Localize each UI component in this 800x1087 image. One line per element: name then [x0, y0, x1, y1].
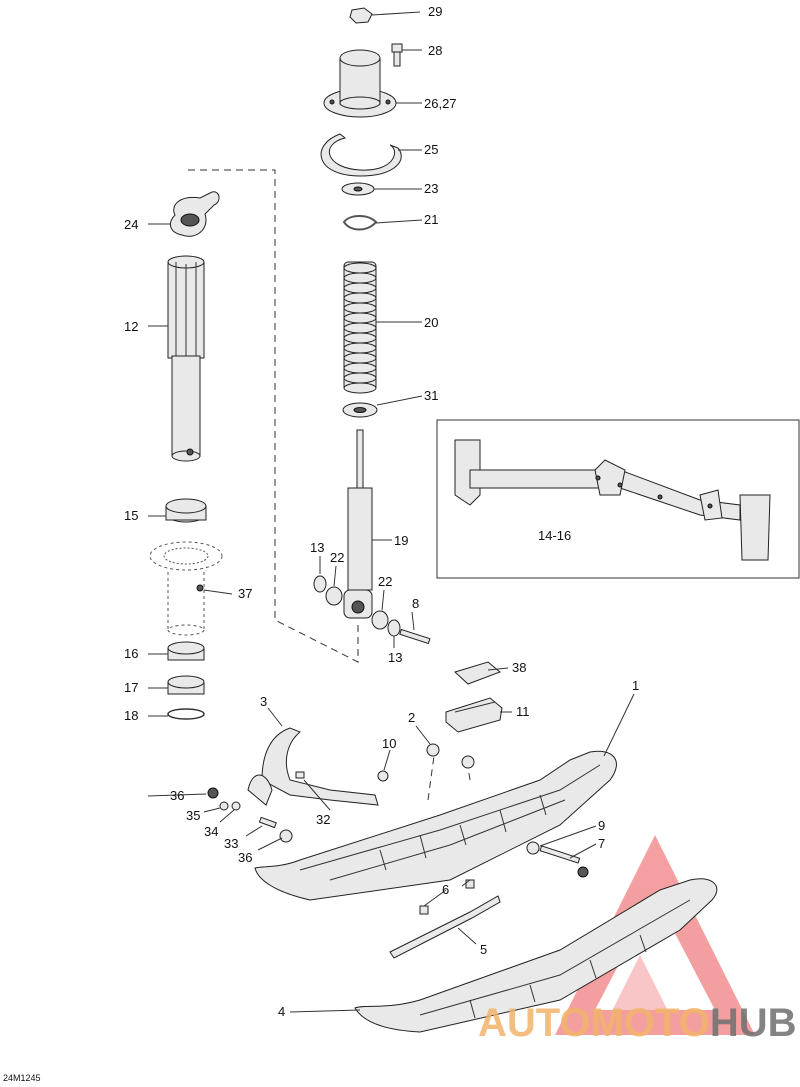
- callout-15: 15: [124, 508, 138, 523]
- bushing-icon-2: [426, 743, 440, 757]
- callout-8: 8: [412, 596, 419, 611]
- callout-1: 1: [632, 678, 639, 693]
- callout-2: 2: [408, 710, 415, 725]
- nut-icon: [349, 7, 373, 24]
- callout-11: 11: [516, 704, 530, 719]
- callout-34: 34: [204, 824, 218, 839]
- circlip-icon: [167, 708, 205, 720]
- washer-icon-9: [526, 841, 540, 855]
- wear-pad-icon: [445, 697, 503, 733]
- shock-assembly: [313, 7, 431, 645]
- front-axle-inset: [436, 419, 800, 579]
- bushing-icon-right: [371, 610, 389, 630]
- watermark-logo-icon: [555, 835, 755, 1035]
- callout-12: 12: [124, 319, 138, 334]
- callout-6: 6: [442, 882, 449, 897]
- callout-36-upper: 36: [170, 788, 184, 803]
- callout-38: 38: [512, 660, 526, 675]
- steering-arm-icon: [169, 191, 220, 237]
- hardware-group: [207, 743, 589, 915]
- ski-leg-icon: [261, 727, 379, 806]
- callout-24: 24: [124, 217, 138, 232]
- carbide-nut-icon-6: [419, 905, 429, 915]
- bolt-icon-33: [258, 816, 277, 829]
- watermark-part1: AUTOMOTO: [478, 1001, 710, 1045]
- spindle-housing-outline: [149, 541, 223, 636]
- washer-icon-35: [219, 801, 229, 811]
- callout-37: 37: [238, 586, 252, 601]
- callout-7: 7: [598, 836, 605, 851]
- callout-3: 3: [260, 694, 267, 709]
- callout-10: 10: [382, 736, 396, 751]
- nut-icon-10: [377, 770, 389, 782]
- callout-31: 31: [424, 388, 438, 403]
- washer-icon-34: [231, 801, 241, 811]
- callout-22-right: 22: [378, 574, 392, 589]
- callout-21: 21: [424, 212, 438, 227]
- callout-28: 28: [428, 43, 442, 58]
- watermark-part2: HUB: [710, 1001, 797, 1045]
- callout-labels: 29 28 26,27 25 23 21 20 24 12 31 14-16 1…: [3, 4, 639, 1083]
- spindle-assembly: [149, 191, 223, 720]
- bolt-icon-32: [295, 771, 305, 779]
- callout-33: 33: [224, 836, 238, 851]
- callout-22-left: 22: [330, 550, 344, 565]
- callout-9: 9: [598, 818, 605, 833]
- wear-pad-cover-icon: [454, 661, 501, 685]
- shock-absorber-icon: [343, 429, 373, 619]
- bolt-icon: [391, 43, 403, 53]
- diagram-code: 24M1245: [3, 1073, 41, 1083]
- nut-icon-36a: [207, 787, 219, 799]
- callout-20: 20: [424, 315, 438, 330]
- ski-lower-icon: [354, 878, 718, 1033]
- spindle-icon: [167, 255, 205, 462]
- callout-17: 17: [124, 680, 138, 695]
- callout-14-16: 14-16: [538, 528, 571, 543]
- callout-13-upper: 13: [310, 540, 324, 555]
- callout-35: 35: [186, 808, 200, 823]
- callout-29: 29: [428, 4, 442, 19]
- callout-19: 19: [394, 533, 408, 548]
- retaining-ring-icon: [320, 133, 402, 177]
- spring-icon: [343, 261, 377, 394]
- callout-4: 4: [278, 1004, 285, 1019]
- leader-lines: [147, 11, 635, 1013]
- callout-18: 18: [124, 708, 138, 723]
- callout-25: 25: [424, 142, 438, 157]
- callout-23: 23: [424, 181, 438, 196]
- shock-cap-icon: [323, 49, 397, 118]
- watermark-text: AUTOMOTOHUB: [478, 1001, 797, 1045]
- clip-icon: [342, 215, 378, 231]
- ski-bolt-icon-7: [539, 845, 581, 864]
- nut-icon-36b: [279, 829, 293, 843]
- callout-5: 5: [480, 942, 487, 957]
- carbide-runner-icon: [389, 895, 501, 959]
- shock-bolt-icon: [399, 628, 431, 645]
- ski-icon: [254, 750, 617, 901]
- callout-16: 16: [124, 646, 138, 661]
- bushing-icon: [313, 575, 327, 593]
- callout-13-lower: 13: [388, 650, 402, 665]
- callout-36-lower: 36: [238, 850, 252, 865]
- callout-32: 32: [316, 812, 330, 827]
- callout-26-27: 26,27: [424, 96, 457, 111]
